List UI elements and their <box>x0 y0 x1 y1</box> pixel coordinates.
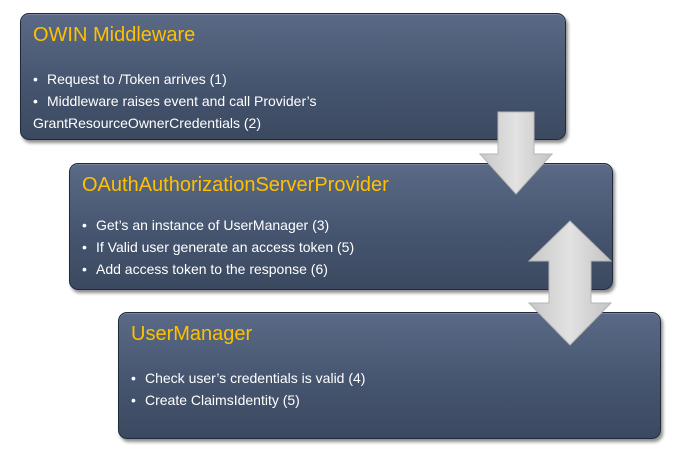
oauth-provider-title: OAuthAuthorizationServerProvider <box>82 174 389 196</box>
list-item: Check user’s credentials is valid (4) <box>131 367 365 389</box>
list-item: Create ClaimsIdentity (5) <box>131 389 365 411</box>
owin-middleware-list: Request to /Token arrives (1) Middleware… <box>33 68 317 134</box>
list-item-continuation: GrantResourceOwnerCredentials (2) <box>33 115 261 131</box>
owin-middleware-title: OWIN Middleware <box>33 24 196 46</box>
user-manager-box: UserManager Check user’s credentials is … <box>118 312 661 439</box>
down-arrow-icon <box>478 111 554 195</box>
user-manager-title: UserManager <box>131 323 253 345</box>
oauth-provider-list: Get’s an instance of UserManager (3) If … <box>82 214 354 280</box>
list-item: Request to /Token arrives (1) <box>33 68 317 90</box>
up-down-arrow-icon <box>527 220 613 346</box>
user-manager-list: Check user’s credentials is valid (4) Cr… <box>131 367 365 411</box>
list-item: Get’s an instance of UserManager (3) <box>82 214 354 236</box>
list-item: Add access token to the response (6) <box>82 258 354 280</box>
owin-middleware-box: OWIN Middleware Request to /Token arrive… <box>20 13 566 140</box>
list-item: If Valid user generate an access token (… <box>82 236 354 258</box>
list-item: Middleware raises event and call Provide… <box>33 90 317 112</box>
